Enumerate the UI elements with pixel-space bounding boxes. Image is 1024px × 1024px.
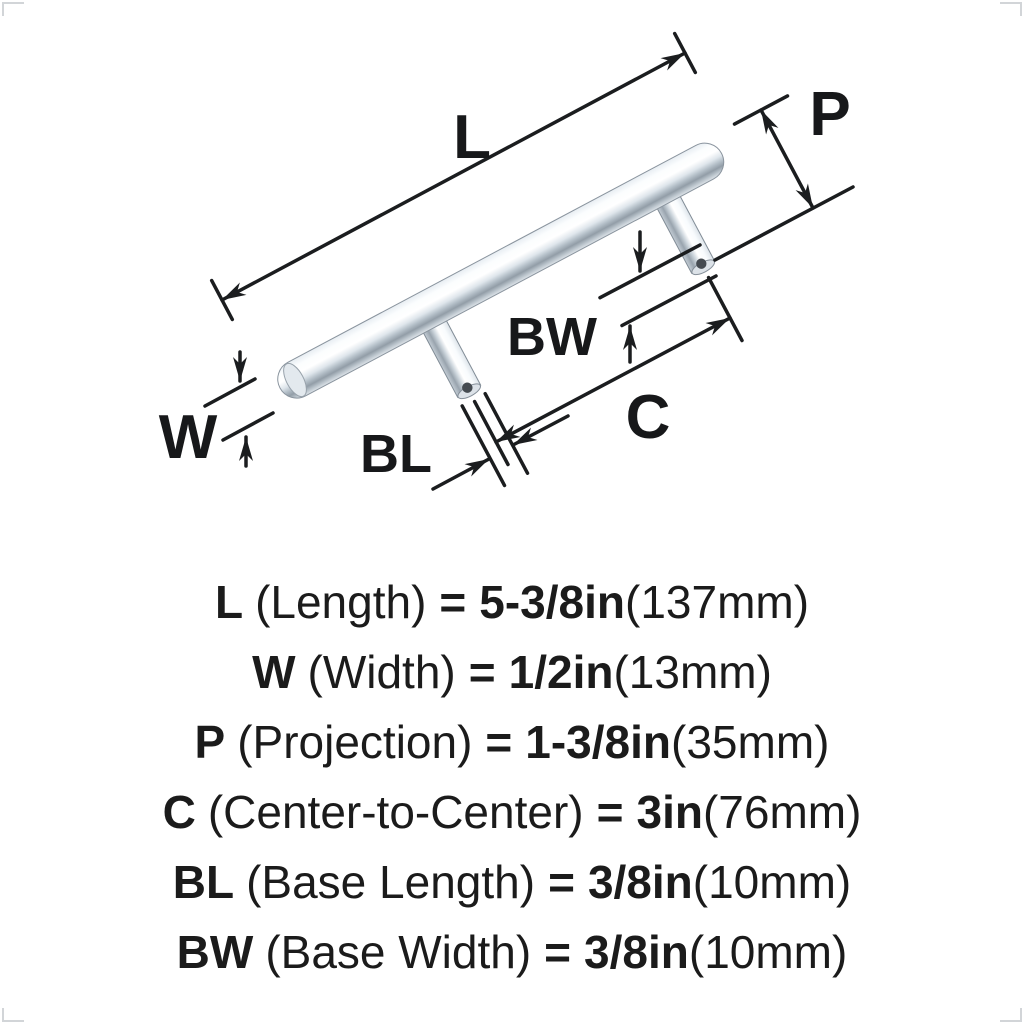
legend-value: 3in [636,786,703,838]
dim-label-L: L [453,103,491,172]
handle-bar [277,142,725,399]
dim-tick [672,31,698,75]
legend-equals: = [468,646,496,698]
post-screw-hole [462,382,473,393]
legend-symbol: BL [172,856,235,908]
legend-name: (Projection) [237,716,473,768]
crop-mark [2,2,24,16]
legend-metric: (10mm) [688,926,848,978]
handle-diagram: L P C W BL BW [159,31,855,491]
handle-diagram-svg: L P C W BL BW [159,31,855,491]
extension-line [598,243,702,300]
legend-metric: (35mm) [671,716,830,768]
post-screw-hole [696,258,707,269]
crop-mark [1000,1008,1022,1022]
dim-tick [732,94,790,126]
dimension-legend: L(Length)=5-3/8in(137mm) W(Width)=1/2in(… [0,545,1024,987]
legend-value: 3/8in [584,926,689,978]
dimension-lines [203,31,855,491]
dim-label-P: P [809,80,850,149]
crop-mark [1000,2,1022,16]
legend-equals: = [544,926,572,978]
legend-metric: (76mm) [702,786,862,838]
legend-value: 3/8in [587,856,693,908]
legend-name: (Width) [307,646,456,698]
legend-value: 5-3/8in [479,576,626,628]
legend-symbol: L [214,576,244,628]
dim-line-P [759,108,815,210]
extension-line [221,411,275,442]
legend-metric: (137mm) [625,576,810,628]
legend-symbol: P [194,716,226,768]
legend-name: (Base Width) [265,926,532,978]
legend-value: 1-3/8in [525,716,672,768]
bar-body [277,142,725,399]
legend-metric: (13mm) [613,646,772,698]
bar-end-face [283,362,307,398]
legend-name: (Center-to-Center) [207,786,584,838]
dim-arrow-BL-left [431,457,491,491]
dim-label-BL: BL [360,424,432,484]
legend-row-width: W(Width)=1/2in(13mm) [0,637,1024,707]
legend-row-center-to-center: C(Center-to-Center)=3in(76mm) [0,777,1024,847]
legend-equals: = [439,576,467,628]
dim-line-L [220,51,687,302]
extension-line [472,399,510,467]
legend-name: (Length) [255,576,427,628]
legend-value: 1/2in [508,646,614,698]
extension-line [620,274,718,328]
legend-row-base-length: BL(Base Length)=3/8in(10mm) [0,847,1024,917]
dim-arrow-BL-right [511,414,570,447]
legend-metric: (10mm) [692,856,852,908]
legend-symbol: C [162,786,196,838]
extension-line [460,404,507,488]
crop-mark [2,1008,24,1022]
legend-equals: = [548,856,575,908]
dim-line-C [494,316,732,444]
legend-row-length: L(Length)=5-3/8in(137mm) [0,567,1024,637]
extension-line [203,377,257,408]
dim-tick [209,278,235,322]
extension-line [706,275,744,343]
dim-label-BW: BW [507,307,597,367]
extension-line [713,185,855,262]
dim-label-W: W [159,403,218,472]
legend-row-base-width: BW(Base Width)=3/8in(10mm) [0,917,1024,987]
legend-equals: = [596,786,624,838]
extension-line [483,391,530,475]
dim-label-C: C [626,383,671,452]
legend-equals: = [485,716,513,768]
legend-symbol: W [252,646,296,698]
legend-symbol: BW [176,926,254,978]
legend-name: (Base Length) [246,856,536,908]
legend-row-projection: P(Projection)=1-3/8in(35mm) [0,707,1024,777]
